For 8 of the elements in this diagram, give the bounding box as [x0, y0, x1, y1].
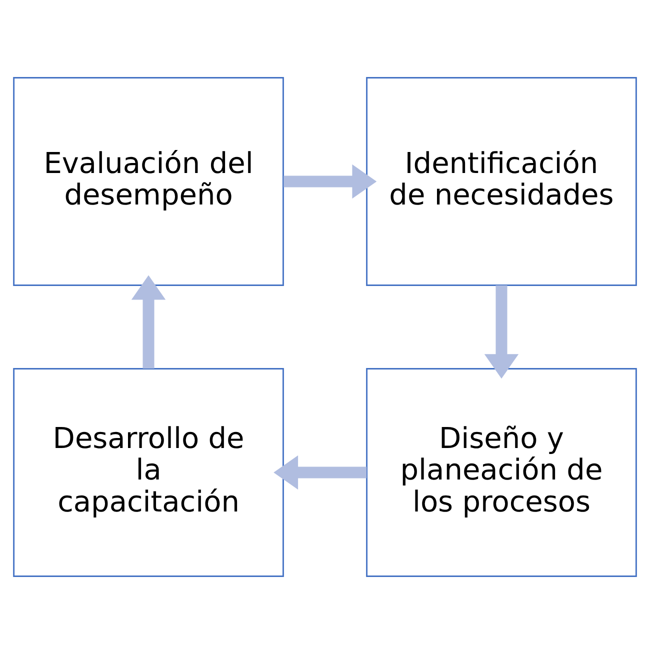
- arrow: [274, 455, 367, 490]
- node-box: Identificación de necesidades: [366, 77, 637, 286]
- node-box: Desarrollo de la capacitación: [13, 368, 284, 577]
- arrow: [484, 285, 519, 379]
- node-box: Diseño y planeación de los procesos: [366, 368, 637, 577]
- node-box: Evaluación del desempeño: [13, 77, 284, 286]
- arrow: [284, 164, 377, 199]
- arrow: [131, 275, 166, 369]
